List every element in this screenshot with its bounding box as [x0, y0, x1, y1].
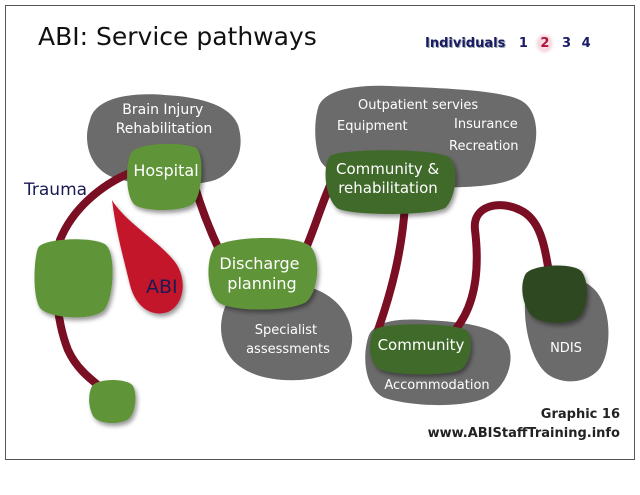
community-node[interactable] [369, 324, 471, 375]
individuals-nav-label: Individuals [425, 36, 506, 51]
discharge-label: Discharge planning [219, 254, 304, 293]
ndis-label: NDIS [550, 341, 582, 356]
equipment-label: Equipment [337, 119, 408, 134]
brain-injury-blob [87, 94, 241, 186]
ndis-node[interactable] [522, 265, 587, 323]
accommodation-label: Accommodation [384, 378, 489, 393]
nav-page-3[interactable]: 3 [562, 36, 572, 51]
page-title: ABI: Service pathways [38, 22, 317, 51]
graphic-number: Graphic 16 [540, 407, 620, 422]
abi-label: ABI [146, 276, 178, 298]
end-node[interactable] [89, 380, 136, 424]
community-rehab-label: Community & rehabilitation [336, 160, 444, 197]
recreation-label: Recreation [449, 139, 519, 154]
insurance-label: Insurance [454, 117, 518, 132]
hospital-label: Hospital [133, 161, 198, 180]
outpatient-label: Outpatient servies [358, 98, 478, 113]
brain-injury-label: Brain Injury Rehabilitation [116, 102, 213, 137]
trauma-label: Trauma [23, 180, 87, 200]
trauma-node[interactable] [34, 239, 113, 318]
community-label: Community [378, 336, 465, 354]
site-url[interactable]: www.ABIStaffTraining.info [427, 426, 620, 441]
community-rehab-node[interactable] [325, 150, 456, 214]
abi-shape [112, 200, 183, 314]
nav-page-2[interactable]: 2 [538, 36, 552, 51]
discharge-node[interactable] [208, 237, 318, 310]
specialist-label: Specialist assessments [246, 323, 330, 357]
nav-page-4[interactable]: 4 [581, 36, 591, 51]
footer-credit: Graphic 16 www.ABIStaffTraining.info [428, 405, 620, 443]
hospital-node[interactable] [127, 143, 202, 211]
nav-page-1[interactable]: 1 [518, 36, 528, 51]
individuals-nav: Individuals 1 2 3 4 [425, 36, 594, 51]
